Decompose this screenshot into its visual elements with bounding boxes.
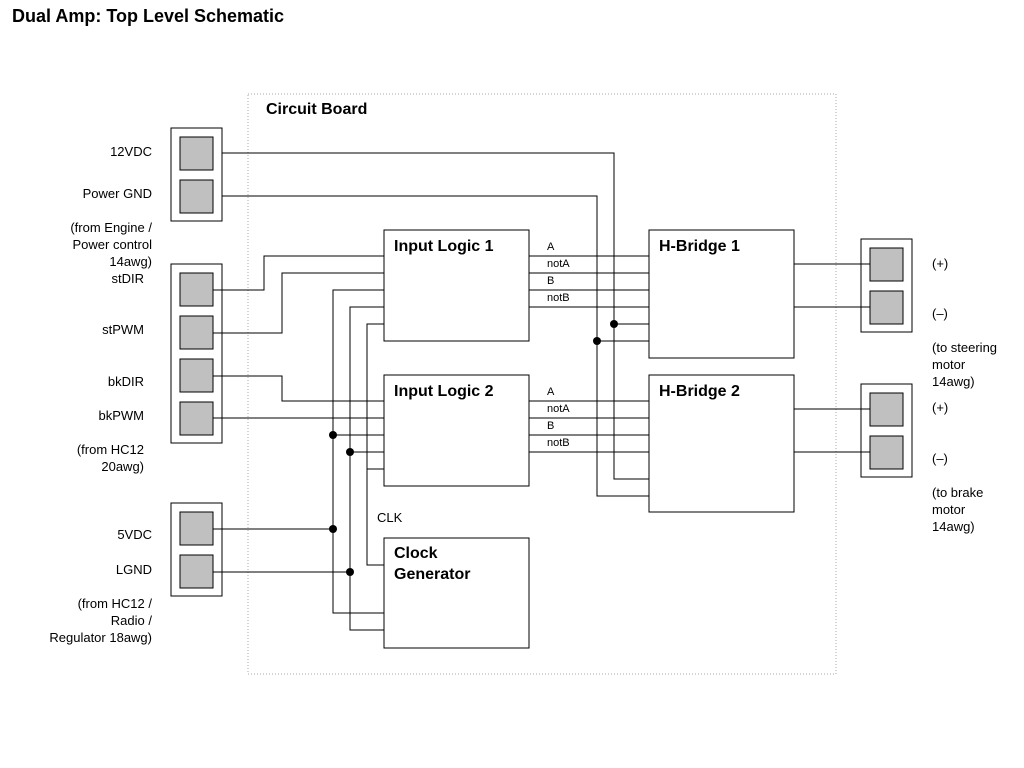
clock-generator-block xyxy=(383,537,530,649)
pin-label-5vdc: 5VDC xyxy=(117,527,152,542)
wire-stdir xyxy=(213,255,384,291)
page-title: Dual Amp: Top Level Schematic xyxy=(12,6,285,26)
junction-dot xyxy=(610,320,618,328)
pin-label-lgnd: LGND xyxy=(115,562,152,577)
logic-pin-5vdc xyxy=(179,511,214,546)
circuit-board-boundary xyxy=(247,93,837,675)
input-logic-1-block xyxy=(383,229,530,342)
steering-pin-plus-label: (+) xyxy=(932,256,949,271)
clock-generator-label: Clock Generator xyxy=(394,545,471,583)
wire-lgnd-clock xyxy=(349,572,384,631)
hbridge-1-block xyxy=(648,229,795,359)
control-pin-bkdir xyxy=(179,358,214,393)
brake-pin-plus-label: (+) xyxy=(932,400,949,415)
brake-pin-minus xyxy=(869,435,904,470)
board-label: Circuit Board xyxy=(266,101,368,118)
wire-5vdc-clock xyxy=(332,529,384,614)
wire-clk xyxy=(366,323,384,566)
hbridge-2-label: H-Bridge 2 xyxy=(659,383,740,400)
control-connector-note: (from HC12 20awg) xyxy=(76,442,144,474)
wire-stpwm xyxy=(213,272,384,334)
signal-label-nota: notA xyxy=(547,403,570,415)
signal-label-a: A xyxy=(547,241,555,253)
signal-label-notb: notB xyxy=(547,437,570,449)
input-logic-2-label: Input Logic 2 xyxy=(394,383,494,400)
pin-label-bkdir: bkDIR xyxy=(107,374,144,389)
logic-connector-note: (from HC12 / Radio / Regulator 18awg) xyxy=(49,596,152,645)
control-pin-stdir xyxy=(179,272,214,307)
signal-label-nota: notA xyxy=(547,258,570,270)
wire-power-gnd xyxy=(222,195,649,497)
hbridge-2-block xyxy=(648,374,795,513)
signal-label-notb: notB xyxy=(547,292,570,304)
wire-5vdc xyxy=(213,289,384,530)
brake-pin-plus xyxy=(869,392,904,427)
pin-label-stdir: stDIR xyxy=(111,271,145,286)
brake-pin-minus-label: (–) xyxy=(932,451,948,466)
junction-dot xyxy=(346,448,354,456)
input-logic-2-block xyxy=(383,374,530,487)
power-connector-note: (from Engine / Power control 14awg) xyxy=(70,220,152,269)
steering-pin-minus-label: (–) xyxy=(932,306,948,321)
junction-dot xyxy=(346,568,354,576)
wire-bkdir xyxy=(213,375,384,402)
power-pin-12vdc xyxy=(179,136,214,171)
steering-connector-note: (to steering motor 14awg) xyxy=(932,340,998,389)
wires xyxy=(213,152,870,631)
signal-label-a: A xyxy=(547,386,555,398)
pin-label-power-gnd: Power GND xyxy=(82,186,152,201)
junction-dot xyxy=(329,431,337,439)
steering-pin-plus xyxy=(869,247,904,282)
junction-dot xyxy=(329,525,337,533)
hbridge-1-label: H-Bridge 1 xyxy=(659,238,740,255)
pin-label-12vdc: 12VDC xyxy=(110,144,152,159)
power-pin-gnd xyxy=(179,179,214,214)
input-logic-1-label: Input Logic 1 xyxy=(394,238,494,255)
junction-dot xyxy=(593,337,601,345)
wire-12vdc xyxy=(222,152,649,480)
clk-label: CLK xyxy=(377,510,403,525)
control-pin-bkpwm xyxy=(179,401,214,436)
wire-lgnd xyxy=(213,306,384,573)
brake-connector-note: (to brake motor 14awg) xyxy=(932,485,984,534)
signal-label-b: B xyxy=(547,275,555,287)
signal-label-b: B xyxy=(547,420,555,432)
pin-label-stpwm: stPWM xyxy=(102,322,144,337)
logic-pin-lgnd xyxy=(179,554,214,589)
pin-label-bkpwm: bkPWM xyxy=(98,408,145,423)
control-pin-stpwm xyxy=(179,315,214,350)
steering-pin-minus xyxy=(869,290,904,325)
